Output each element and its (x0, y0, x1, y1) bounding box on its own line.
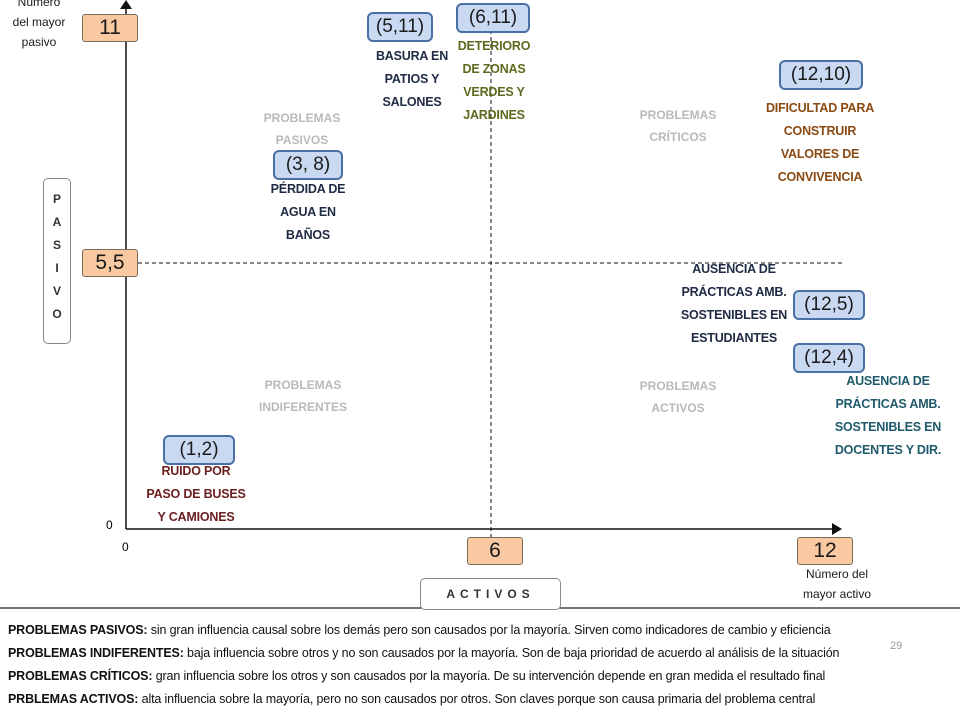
quadrant-indifferent: PROBLEMAS INDIFERENTES (258, 378, 347, 414)
point-label-dificultad: DIFICULTAD PARA CONSTRUIR VALORES DE CON… (765, 101, 875, 184)
origin-y-label: 0 (106, 518, 113, 532)
x-max-marker: 12 (797, 537, 853, 565)
y-top-label: Número del mayor pasivo (12, 0, 66, 49)
point-coord-1-2: (1,2) (163, 435, 235, 465)
legend-term: PROBLEMAS INDIFERENTES: (8, 646, 184, 660)
point-coord-12-4: (12,4) (793, 343, 865, 373)
point-coord-5-11: (5,11) (367, 12, 433, 42)
point-label-perdida: PÉRDIDA DE AGUA EN BAÑOS (270, 182, 346, 242)
quadrant-critical: PROBLEMAS CRÍTICOS (639, 108, 717, 144)
legend-indifferent: PROBLEMAS INDIFERENTES: baja influencia … (8, 646, 839, 660)
page-number: 29 (890, 640, 903, 652)
legend-active: PRBLEMAS ACTIVOS: alta influencia sobre … (8, 692, 815, 706)
legend-term: PRBLEMAS ACTIVOS: (8, 692, 139, 706)
x-axis-title-box: ACTIVOS (420, 578, 561, 610)
y-axis-title: PASIVO (50, 192, 64, 330)
legend-text: alta influencia sobre la mayoría, pero n… (138, 692, 816, 706)
point-coord-6-11: (6,11) (456, 3, 530, 33)
legend-text: gran influencia sobre los otros y son ca… (152, 669, 826, 683)
x-right-label: Número del mayor activo (802, 567, 872, 601)
legend-term: PROBLEMAS CRÍTICOS: (8, 669, 153, 683)
x-axis-title: ACTIVOS (446, 587, 535, 601)
point-label-ruido: RUIDO POR PASO DE BUSES Y CAMIONES (146, 464, 246, 524)
y-axis-title-box: PASIVO (43, 178, 71, 344)
x-axis-arrow (832, 523, 842, 535)
legend-text: sin gran influencia causal sobre los dem… (147, 623, 831, 637)
legend-critical: PROBLEMAS CRÍTICOS: gran influencia sobr… (8, 669, 825, 683)
quadrant-active: PROBLEMAS ACTIVOS (639, 379, 717, 415)
y-mid-marker: 5,5 (82, 249, 138, 277)
point-label-basura: BASURA EN PATIOS Y SALONES (375, 49, 449, 109)
quadrant-passive: PROBLEMAS PASIVOS (263, 111, 341, 147)
legend-text: baja influencia sobre otros y no son cau… (183, 646, 840, 660)
point-coord-12-10: (12,10) (779, 60, 863, 90)
point-label-ausencia-estudiantes: AUSENCIA DE PRÁCTICAS AMB. SOSTENIBLES E… (680, 262, 788, 345)
x-mid-marker: 6 (467, 537, 523, 565)
point-coord-12-5: (12,5) (793, 290, 865, 320)
point-label-ausencia-docentes: AUSENCIA DE PRÁCTICAS AMB. SOSTENIBLES E… (834, 374, 942, 457)
legend-term: PROBLEMAS PASIVOS: (8, 623, 148, 637)
y-axis-arrow (120, 0, 132, 9)
point-label-deterioro: DETERIORO DE ZONAS VERDES Y JARDINES (457, 39, 531, 122)
origin-x-label: 0 (122, 540, 129, 554)
point-coord-3-8: (3, 8) (273, 150, 343, 180)
y-max-marker: 11 (82, 14, 138, 42)
legend-passive: PROBLEMAS PASIVOS: sin gran influencia c… (8, 623, 831, 637)
